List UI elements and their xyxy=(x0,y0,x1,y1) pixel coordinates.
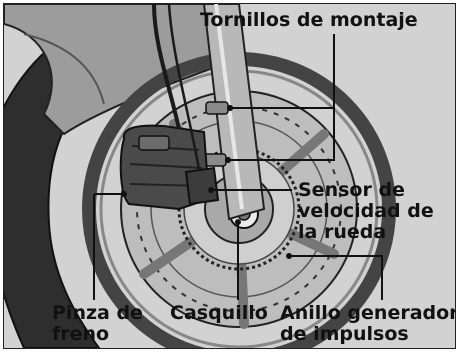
wheel-speed-sensor xyxy=(184,166,220,206)
label-line: la rueda xyxy=(298,221,387,243)
diagram-figure: Tornillos de montaje Sensor de velocidad… xyxy=(3,3,456,349)
label-wheel-speed-sensor: Sensor de velocidad de la rueda xyxy=(298,180,434,243)
brake-illustration xyxy=(4,4,396,348)
label-brake-caliper: Pinza de freno xyxy=(52,303,143,345)
label-pulser-ring: Anillo generador de impulsos xyxy=(280,302,456,345)
label-collar: Casquillo xyxy=(170,302,268,324)
label-line: Anillo generador xyxy=(280,302,456,324)
leader-lines xyxy=(93,34,383,300)
mounting-bolts xyxy=(203,101,233,167)
label-line: Pinza de xyxy=(52,302,143,324)
front-fender xyxy=(4,4,226,136)
label-line: Sensor de xyxy=(298,179,405,201)
label-line: freno xyxy=(52,323,110,345)
label-mounting-bolts: Tornillos de montaje xyxy=(200,9,418,31)
label-line: velocidad de xyxy=(298,200,434,222)
label-line: de impulsos xyxy=(280,323,409,345)
fork-leg xyxy=(202,4,266,221)
